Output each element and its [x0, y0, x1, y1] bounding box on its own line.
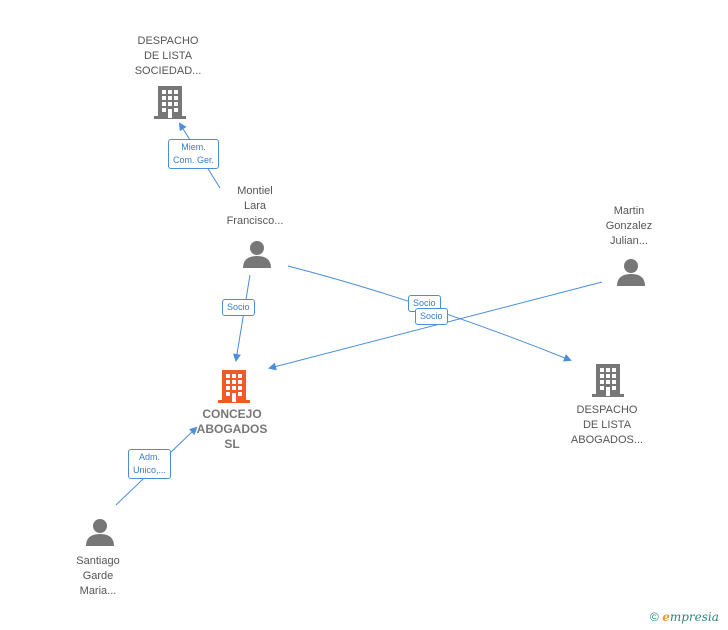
building-icon-main[interactable]	[218, 368, 250, 404]
node-label-montiel[interactable]: Montiel Lara Francisco...	[226, 185, 284, 227]
brand-name: empresia	[662, 610, 719, 624]
edge-socio-montiel-concejo	[233, 274, 251, 362]
person-icon[interactable]	[242, 240, 272, 270]
node-label-despacho-sociedad[interactable]: DESPACHO DE LISTA SOCIEDAD...	[134, 35, 202, 77]
edge-label-socio-martin-concejo[interactable]: Socio	[415, 308, 448, 325]
building-icon[interactable]	[592, 362, 624, 398]
node-label-concejo[interactable]: CONCEJO ABOGADOS SL	[196, 407, 268, 451]
empresia-logo: © empresia	[650, 610, 719, 624]
building-icon[interactable]	[154, 84, 186, 120]
person-icon[interactable]	[616, 258, 646, 288]
node-label-despacho-abogados[interactable]: DESPACHO DE LISTA ABOGADOS...	[570, 404, 644, 446]
edge-socio-martin-concejo	[268, 281, 603, 371]
node-label-santiago[interactable]: Santiago Garde Maria...	[76, 555, 120, 597]
edge-label-socio-montiel-concejo[interactable]: Socio	[222, 299, 255, 316]
person-icon[interactable]	[85, 518, 115, 548]
copyright-symbol: ©	[650, 610, 659, 624]
node-label-martin[interactable]: Martin Gonzalez Julian...	[605, 205, 653, 247]
edge-label-miem[interactable]: Miem. Com. Ger.	[168, 139, 220, 169]
edge-label-adm[interactable]: Adm. Unico,...	[128, 449, 172, 479]
